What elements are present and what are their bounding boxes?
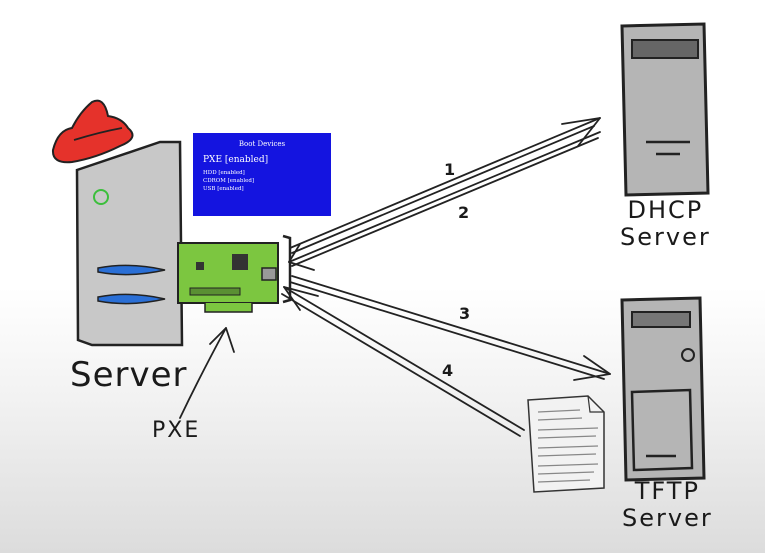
nic-bracket	[282, 234, 292, 304]
boot-menu-item: CDROM [enabled]	[203, 178, 255, 184]
arrow-2-dhcp-offer	[288, 131, 601, 271]
tftp-server-label: TFTP Server	[622, 478, 713, 532]
arrow-4-file-transfer	[281, 286, 525, 437]
dhcp-label-line2: Server	[620, 223, 711, 251]
arrow-1-dhcp-request	[289, 117, 601, 254]
step-number-3: 3	[459, 304, 471, 323]
tftp-label-line1: TFTP	[634, 477, 700, 505]
boot-menu-item: HDD [enabled]	[203, 170, 245, 176]
red-hat-icon	[51, 99, 134, 164]
boot-menu-screen: Boot Devices PXE [enabled] HDD [enabled]…	[193, 133, 331, 216]
arrow-3-tftp-request	[289, 275, 611, 381]
tftp-label-line2: Server	[622, 504, 713, 532]
power-led	[93, 189, 109, 205]
pxe-label: PXE	[152, 418, 201, 443]
boot-menu-selected: PXE [enabled]	[203, 155, 269, 165]
tftp-server	[620, 296, 706, 482]
dhcp-server-label: DHCP Server	[620, 197, 711, 251]
server-label: Server	[70, 355, 188, 395]
boot-menu-item: USB [enabled]	[203, 186, 244, 192]
nic-chip	[232, 254, 248, 270]
drive-slot	[97, 264, 166, 276]
step-number-2: 2	[458, 203, 470, 222]
step-number-1: 1	[444, 160, 456, 179]
pxe-pointer-arrow	[179, 327, 235, 419]
boot-menu-items: HDD [enabled] CDROM [enabled] USB [enabl…	[203, 169, 254, 193]
network-card-icon	[177, 234, 292, 313]
config-file-icon	[527, 395, 605, 493]
boot-menu-title: Boot Devices	[238, 140, 286, 148]
nic-port	[261, 267, 277, 281]
nic-chip	[196, 262, 204, 270]
local-server	[75, 140, 184, 347]
drive-slot	[97, 293, 166, 305]
dhcp-label-line1: DHCP	[627, 196, 704, 224]
step-number-4: 4	[442, 361, 454, 380]
dhcp-server	[620, 22, 710, 197]
